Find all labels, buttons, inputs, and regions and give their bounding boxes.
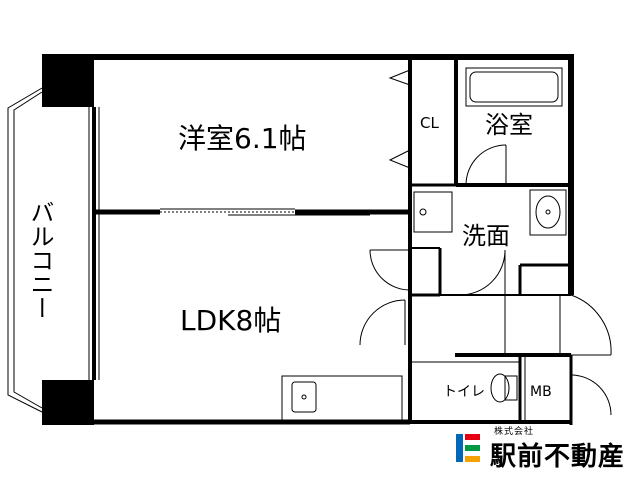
toilet-mb bbox=[410, 353, 612, 424]
ldk-label: LDK8帖 bbox=[180, 304, 281, 337]
kitchen-counter bbox=[281, 375, 403, 421]
closet bbox=[388, 57, 458, 187]
balcony-label: バルコニー bbox=[26, 200, 54, 320]
hallway bbox=[359, 294, 612, 422]
column-bottom-left bbox=[42, 380, 94, 425]
outer-walls bbox=[42, 54, 574, 425]
left-window bbox=[88, 107, 100, 380]
logo-mark-icon bbox=[456, 434, 480, 462]
balcony bbox=[7, 87, 43, 413]
closet-label: CL bbox=[420, 114, 439, 132]
bathroom-label: 浴室 bbox=[485, 111, 533, 139]
company-small-text: 株式会社 bbox=[494, 427, 535, 437]
toilet-label: トイレ bbox=[443, 384, 485, 400]
column-top-left bbox=[42, 55, 94, 107]
partition-wall bbox=[94, 208, 410, 216]
bathroom bbox=[456, 67, 571, 187]
western-room-label: 洋室6.1帖 bbox=[178, 122, 307, 155]
company-name: 駅前不動産 bbox=[490, 442, 626, 472]
meter-box-label: MB bbox=[530, 384, 552, 400]
washroom-label: 洗面 bbox=[462, 222, 510, 250]
company-logo: 株式会社 駅前不動産 bbox=[454, 424, 634, 472]
